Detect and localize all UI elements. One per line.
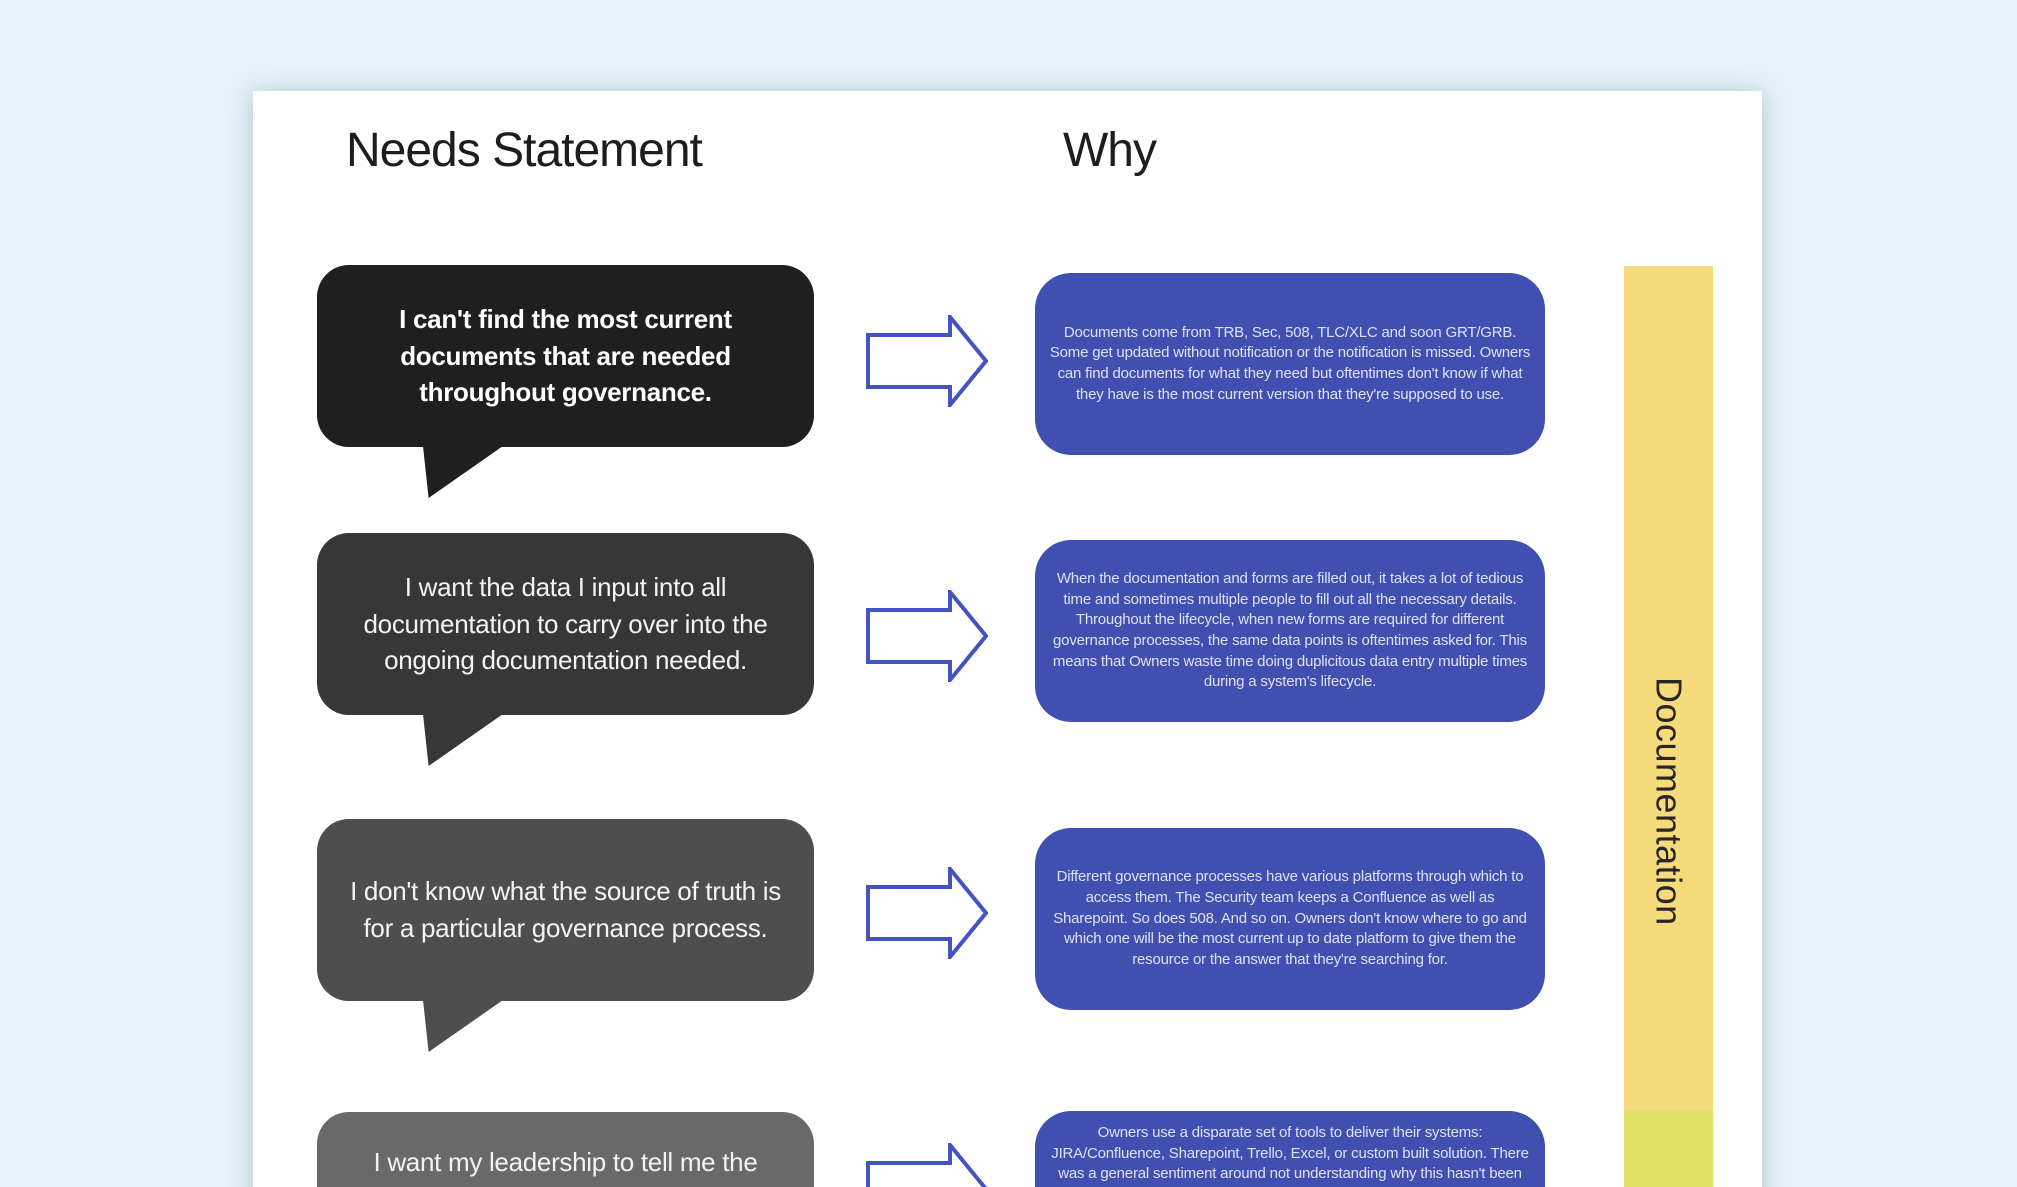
right-arrow-icon[interactable] (866, 867, 988, 959)
need-bubble-1[interactable]: I can't find the most current documents … (317, 265, 814, 447)
need-bubble-1-text: I can't find the most current documents … (399, 303, 732, 408)
need-bubble-2-text: I want the data I input into all documen… (363, 571, 768, 676)
documentation-category-bar[interactable] (1624, 266, 1713, 1111)
need-bubble-3-tail (423, 1000, 503, 1052)
why-box-3[interactable]: Different governance processes have vari… (1035, 828, 1545, 1010)
need-bubble-3-text: I don't know what the source of truth is… (350, 876, 781, 943)
need-bubble-3[interactable]: I don't know what the source of truth is… (317, 819, 814, 1001)
document-canvas: Needs Statement Why I can't find the mos… (253, 91, 1762, 1187)
why-box-1[interactable]: Documents come from TRB, Sec, 508, TLC/X… (1035, 273, 1545, 455)
why-box-1-text: Documents come from TRB, Sec, 508, TLC/X… (1049, 323, 1531, 403)
why-box-4[interactable]: Owners use a disparate set of tools to d… (1035, 1111, 1545, 1187)
next-category-bar[interactable] (1624, 1111, 1713, 1187)
right-arrow-icon[interactable] (866, 590, 988, 682)
right-arrow-icon[interactable] (866, 1143, 988, 1187)
need-bubble-4-text: I want my leadership to tell me the (373, 1147, 758, 1177)
why-box-2[interactable]: When the documentation and forms are fil… (1035, 540, 1545, 722)
need-bubble-1-tail (423, 446, 503, 498)
need-bubble-2-tail (423, 714, 503, 766)
why-box-3-text: Different governance processes have vari… (1053, 868, 1527, 969)
need-bubble-4[interactable]: I want my leadership to tell me the (317, 1112, 814, 1187)
why-box-2-text: When the documentation and forms are fil… (1052, 569, 1528, 691)
why-box-4-text: Owners use a disparate set of tools to d… (1051, 1124, 1529, 1183)
need-bubble-2[interactable]: I want the data I input into all documen… (317, 533, 814, 715)
right-arrow-icon[interactable] (866, 315, 988, 407)
documentation-category-label: Documentation (1648, 676, 1690, 926)
why-heading: Why (1063, 124, 1157, 177)
needs-statement-heading: Needs Statement (346, 124, 703, 177)
